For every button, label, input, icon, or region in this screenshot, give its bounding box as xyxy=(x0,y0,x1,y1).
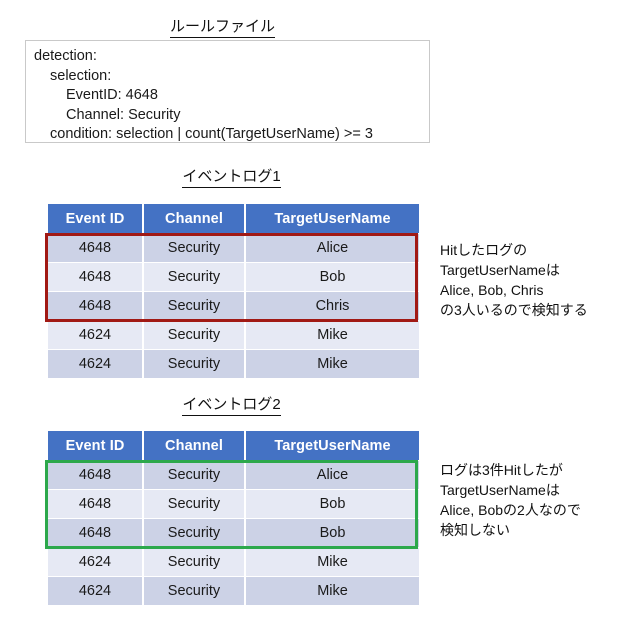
rule-line-channel: Channel: Security xyxy=(66,106,181,123)
rule-line-selection: selection: xyxy=(50,67,112,84)
cell-event-id: 4648 xyxy=(48,292,142,320)
note-line: Alice, Bobの2人なので xyxy=(440,502,581,518)
event-log-2-title: イベントログ2 xyxy=(46,396,417,416)
cell-channel: Security xyxy=(144,263,244,291)
cell-event-id: 4648 xyxy=(48,461,142,489)
cell-event-id: 4624 xyxy=(48,577,142,605)
table-row: 4624 Security Mike xyxy=(48,350,419,378)
cell-target-user-name: Mike xyxy=(246,577,419,605)
rule-line-detection: detection: xyxy=(34,48,97,64)
table-header-row: Event ID Channel TargetUserName xyxy=(48,204,419,233)
event-log-2-table: Event ID Channel TargetUserName 4648 Sec… xyxy=(46,430,421,606)
cell-channel: Security xyxy=(144,548,244,576)
cell-event-id: 4624 xyxy=(48,548,142,576)
cell-channel: Security xyxy=(144,461,244,489)
table-header-row: Event ID Channel TargetUserName xyxy=(48,431,419,460)
note-line: Hitしたログの xyxy=(440,242,528,258)
cell-target-user-name: Mike xyxy=(246,548,419,576)
note-line: Alice, Bob, Chris xyxy=(440,282,544,298)
column-header-target-user-name: TargetUserName xyxy=(246,431,419,460)
table-row: 4648 Security Bob xyxy=(48,519,419,547)
column-header-channel: Channel xyxy=(144,431,244,460)
cell-target-user-name: Alice xyxy=(246,461,419,489)
cell-target-user-name: Bob xyxy=(246,519,419,547)
cell-event-id: 4648 xyxy=(48,234,142,262)
cell-channel: Security xyxy=(144,292,244,320)
table-row: 4624 Security Mike xyxy=(48,577,419,605)
event-log-1-title-text: イベントログ1 xyxy=(182,168,281,188)
rule-line-eventid: EventID: 4648 xyxy=(66,87,158,103)
cell-target-user-name: Mike xyxy=(246,321,419,349)
cell-target-user-name: Mike xyxy=(246,350,419,378)
column-header-target-user-name: TargetUserName xyxy=(246,204,419,233)
cell-target-user-name: Alice xyxy=(246,234,419,262)
cell-channel: Security xyxy=(144,321,244,349)
cell-event-id: 4648 xyxy=(48,263,142,291)
cell-channel: Security xyxy=(144,519,244,547)
cell-event-id: 4648 xyxy=(48,490,142,518)
rule-file-box: detection: selection: EventID: 4648 Chan… xyxy=(25,40,430,143)
cell-target-user-name: Bob xyxy=(246,263,419,291)
column-header-event-id: Event ID xyxy=(48,204,142,233)
table-row: 4648 Security Bob xyxy=(48,490,419,518)
cell-event-id: 4624 xyxy=(48,350,142,378)
note-line: の3人いるので検知する xyxy=(440,302,588,318)
column-header-channel: Channel xyxy=(144,204,244,233)
event-log-2-title-text: イベントログ2 xyxy=(182,396,281,416)
rule-line-condition: condition: selection | count(TargetUserN… xyxy=(50,126,373,142)
rule-file-title: ルールファイル xyxy=(0,18,445,38)
cell-target-user-name: Bob xyxy=(246,490,419,518)
cell-channel: Security xyxy=(144,350,244,378)
note-line: TargetUserNameは xyxy=(440,262,560,278)
cell-event-id: 4624 xyxy=(48,321,142,349)
event-log-1-table: Event ID Channel TargetUserName 4648 Sec… xyxy=(46,203,421,379)
table-row: 4648 Security Alice xyxy=(48,234,419,262)
table-row: 4648 Security Alice xyxy=(48,461,419,489)
table-row: 4624 Security Mike xyxy=(48,321,419,349)
cell-event-id: 4648 xyxy=(48,519,142,547)
cell-channel: Security xyxy=(144,577,244,605)
table-row: 4648 Security Bob xyxy=(48,263,419,291)
table-row: 4648 Security Chris xyxy=(48,292,419,320)
rule-file-title-text: ルールファイル xyxy=(169,18,275,38)
event-log-1-note: Hitしたログの TargetUserNameは Alice, Bob, Chr… xyxy=(440,240,640,320)
cell-channel: Security xyxy=(144,234,244,262)
cell-target-user-name: Chris xyxy=(246,292,419,320)
table-row: 4624 Security Mike xyxy=(48,548,419,576)
note-line: ログは3件Hitしたが xyxy=(440,462,563,478)
event-log-1-title: イベントログ1 xyxy=(46,168,417,188)
column-header-event-id: Event ID xyxy=(48,431,142,460)
cell-channel: Security xyxy=(144,490,244,518)
note-line: TargetUserNameは xyxy=(440,482,560,498)
note-line: 検知しない xyxy=(440,522,510,538)
event-log-2-note: ログは3件Hitしたが TargetUserNameは Alice, Bobの2… xyxy=(440,460,640,540)
